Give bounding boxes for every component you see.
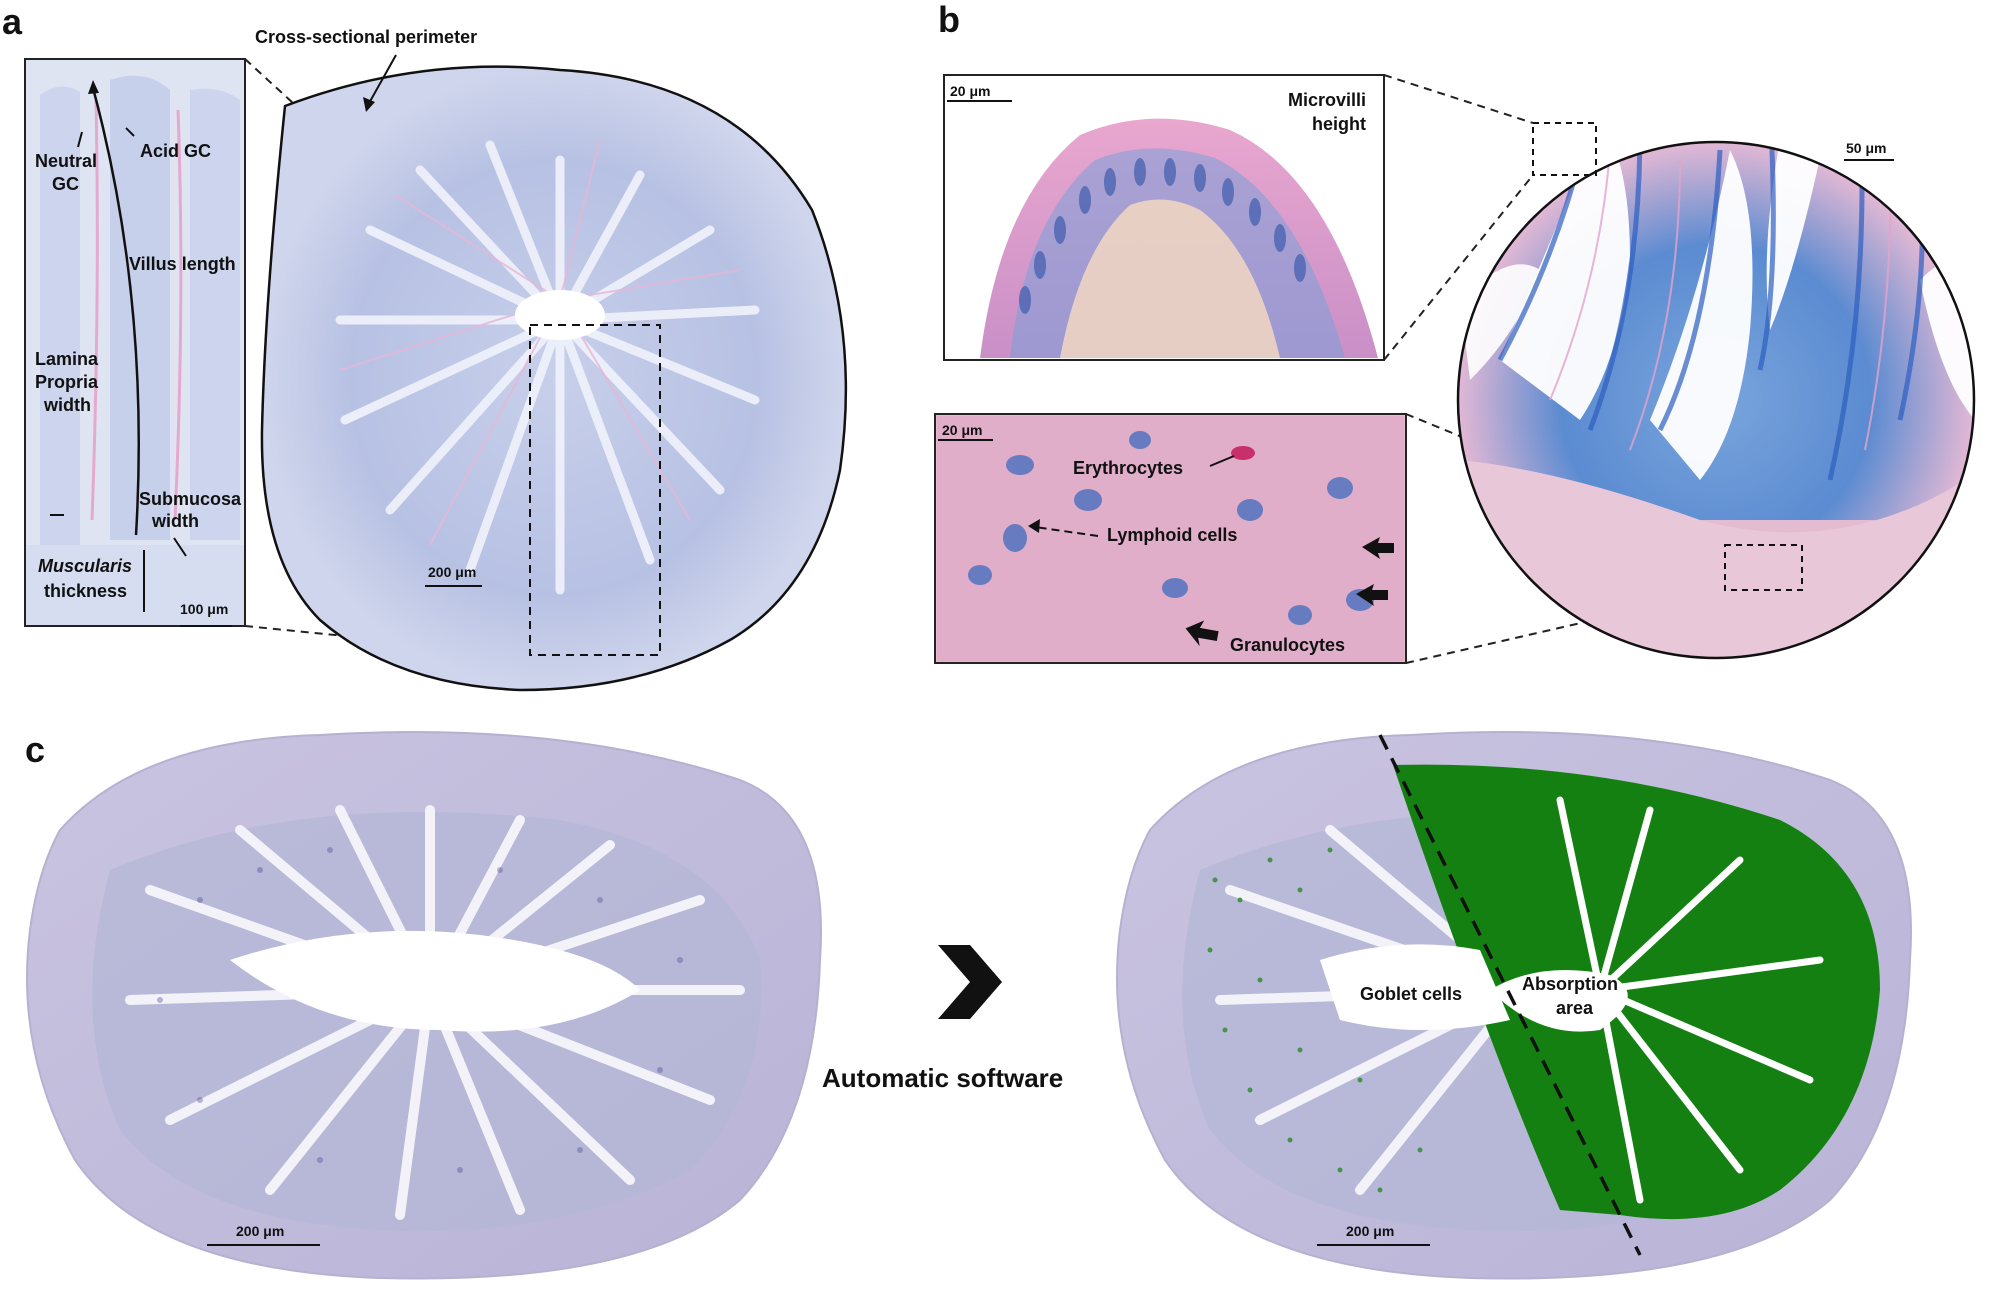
microvilli-nuclei [1019,158,1306,314]
granulocytes-label: Granulocytes [1230,635,1345,655]
submucosa-label-2: width [151,511,199,531]
cross-section-perimeter [260,65,848,692]
right-oval-content [1182,764,1880,1232]
muscularis-label-1: Muscularis [38,556,132,576]
main-scale-label: 200 μm [428,564,476,580]
panel-c-letter: c [25,729,45,770]
inset-tissue [26,75,244,625]
microvilli-scale-label: 20 μm [950,83,990,99]
erythrocyte-cell [1231,446,1255,460]
granulocyte-arrow-2 [1362,537,1394,559]
cells-scale-label: 20 μm [942,422,982,438]
granulocyte-arrow-3 [1356,584,1388,606]
automatic-software-label: Automatic software [822,1063,1063,1093]
microvilli-label-1: Microvilli [1288,90,1366,110]
microvilli-connector-top [1383,74,1534,124]
absorption-label-1: Absorption [1522,974,1618,994]
right-scale-label: 200 μm [1346,1223,1394,1239]
acid-gc-pointer [125,127,135,137]
lymphoid-label: Lymphoid cells [1107,525,1237,545]
muscularis-label-2: thickness [44,581,127,601]
microvilli-connector-bottom [1383,174,1534,361]
goblet-cells-label: Goblet cells [1360,984,1462,1004]
villus-arrow-head [88,80,99,94]
division-dashed-line [1378,734,1642,1256]
cells-inset: 20 μm Erythrocytes Lymphoid cells Granul… [934,413,1407,664]
villi-cells-box [1724,544,1803,591]
panel-a-letter: a [2,1,23,42]
submucosa-marker [173,537,187,557]
microvilli-inset: 20 μm Microvilli height [943,74,1385,361]
villus-length-line [91,87,140,536]
lamina-label-3: width [43,395,91,415]
left-scale-label: 200 μm [236,1223,284,1239]
perimeter-pointer-head [363,97,375,112]
neutral-gc-pointer [77,131,83,148]
villi-circle-content [1458,142,1974,658]
lamina-label-2: Propria [35,372,99,392]
villi-circle-border [1456,140,1976,660]
perimeter-label: Cross-sectional perimeter [255,27,477,47]
neutral-gc-label-1: Neutral [35,151,97,171]
panel-b: b 20 μm Microvilli height [934,0,1976,664]
acid-gc-label: Acid GC [140,141,211,161]
panel-c: c [25,729,1912,1280]
absorption-area [1393,764,1880,1220]
left-oval: 200 μm [26,731,822,1280]
erythrocytes-label: Erythrocytes [1073,458,1183,478]
inset-scale-label: 100 μm [180,601,228,617]
absorption-label-2: area [1556,998,1594,1018]
cross-section: 200 μm [260,65,848,692]
granulocyte-arrow-1 [1185,620,1219,647]
cross-section-lumen [515,290,605,340]
villi-microvilli-box [1532,122,1597,176]
cross-section-villi [335,139,760,595]
perimeter-pointer [367,54,397,106]
microvilli-label-2: height [1312,114,1366,134]
erythrocytes-pointer [1209,455,1235,467]
villi-circle: 50 μm [1456,122,1976,660]
villus-length-label: Villus length [129,254,236,274]
neutral-gc-label-2: GC [52,174,79,194]
lymphoid-pointer [1034,526,1099,537]
goblet-cells-marks [1207,847,1423,1193]
left-oval-villi [92,805,762,1232]
chevron-right-icon [938,945,1002,1019]
panel-a-inset: Neutral GC Acid GC Villus length Lamina … [24,58,246,627]
lamina-label-1: Lamina [35,349,99,369]
submucosa-label-1: Submucosa [139,489,242,509]
cells-nuclei [968,431,1374,625]
right-oval: Goblet cells Absorption area 200 μm [1116,731,1912,1280]
circle-scale-label: 50 μm [1846,140,1886,156]
cross-section-zoom-box [529,324,661,656]
lymphoid-pointer-head [1028,519,1040,533]
panel-b-letter: b [938,0,960,40]
panel-a: a Neutral GC Acid GC Villus length Lamin… [2,1,848,692]
